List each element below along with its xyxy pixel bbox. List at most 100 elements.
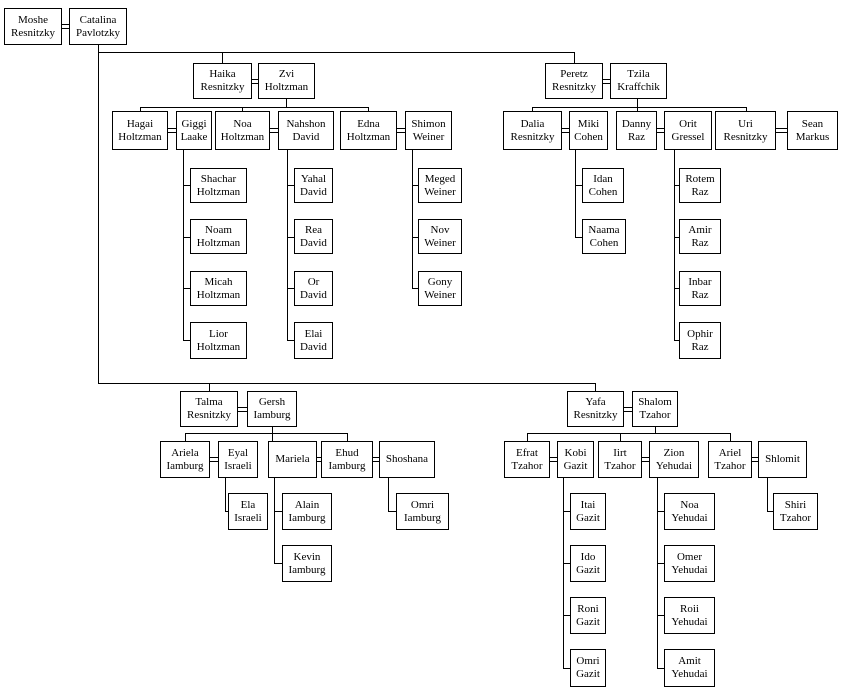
- person-name-line: Holtzman: [196, 288, 241, 301]
- descent-line: [730, 433, 731, 441]
- descent-line: [286, 99, 287, 107]
- descent-line: [595, 383, 596, 391]
- descent-line: [185, 433, 186, 441]
- person-name-line: Markus: [795, 130, 830, 143]
- descent-line: [98, 52, 575, 53]
- person-name-line: Cohen: [574, 130, 603, 143]
- descent-line: [287, 237, 294, 238]
- descent-line: [575, 185, 582, 186]
- person-name-line: Gazit: [576, 615, 600, 628]
- descent-line: [620, 433, 621, 441]
- person-name-line: Tzahor: [639, 409, 671, 421]
- person-name-line: Meged: [424, 172, 456, 185]
- person-name-line: Raz: [691, 288, 709, 301]
- person-name-line: David: [300, 185, 327, 198]
- person-name-line: Ido: [580, 550, 596, 563]
- person-name-line: Iirt: [613, 446, 627, 459]
- person-name-line: Gazit: [563, 459, 588, 472]
- person-name-line: Pavlotzky: [76, 26, 120, 39]
- person-box-mariela: Mariela: [268, 441, 317, 478]
- person-name-line: David: [292, 130, 320, 143]
- descent-line: [657, 478, 658, 668]
- descent-line: [140, 107, 368, 108]
- person-name-line: Resnitzky: [11, 26, 55, 39]
- descent-line: [574, 52, 575, 63]
- person-name-line: Resnitzky: [723, 130, 768, 143]
- descent-line: [532, 107, 746, 108]
- person-name-line: Itai: [580, 498, 596, 511]
- descent-line: [287, 150, 288, 340]
- descent-line: [575, 237, 582, 238]
- person-name-line: Shalom: [638, 396, 672, 408]
- person-name-line: Israeli: [234, 511, 262, 524]
- marriage-connector-danny-raz/orit-gressel: [657, 128, 664, 133]
- descent-line: [674, 237, 679, 238]
- descent-line: [274, 511, 282, 512]
- person-name-line: Zvi: [278, 68, 295, 80]
- person-name-line: Sean: [801, 117, 824, 130]
- person-name-line: Gressel: [671, 130, 705, 143]
- descent-line: [412, 237, 418, 238]
- descent-line: [657, 511, 664, 512]
- person-name-line: Cohen: [589, 236, 619, 249]
- person-name-line: Omri: [576, 655, 600, 667]
- person-name-line: Rea: [304, 223, 323, 236]
- person-name-line: Dalia: [520, 117, 545, 130]
- person-name-line: Peretz: [560, 68, 588, 80]
- marriage-connector-dalia-resnitzky/miki-cohen: [562, 128, 569, 133]
- marriage-connector-yafa-resnitzky/shalom-tzahor: [624, 407, 632, 412]
- descent-line: [242, 107, 243, 112]
- person-name-line: Holtzman: [196, 340, 241, 353]
- person-name-line: Edna: [357, 117, 380, 130]
- descent-line: [746, 107, 747, 112]
- descent-line: [412, 150, 413, 288]
- person-name-line: Tzila: [627, 68, 650, 80]
- person-name-line: Ariel: [718, 446, 742, 459]
- descent-line: [183, 340, 190, 341]
- person-name-line: Weiner: [424, 185, 456, 198]
- person-name-line: Danny: [621, 117, 652, 130]
- descent-line: [98, 45, 99, 383]
- descent-line: [347, 433, 348, 441]
- person-name-line: Kobi: [564, 446, 587, 459]
- marriage-connector-iirt-tzahor/zion-yehudai: [642, 457, 649, 462]
- descent-line: [225, 478, 226, 511]
- person-name-line: Weiner: [412, 130, 445, 143]
- person-name-line: Yahal: [300, 172, 327, 185]
- descent-line: [655, 427, 656, 433]
- person-name-line: Kraffchik: [617, 81, 660, 93]
- person-name-line: Eyal: [227, 446, 249, 459]
- person-name-line: Rotem: [685, 172, 715, 185]
- person-name-line: David: [300, 288, 327, 301]
- descent-line: [140, 107, 141, 112]
- person-name-line: Elai: [304, 327, 323, 340]
- descent-line: [767, 511, 773, 512]
- person-name-line: Weiner: [424, 288, 456, 301]
- person-name-line: Raz: [691, 185, 709, 198]
- person-name-line: Haika: [209, 68, 236, 80]
- person-name-line: Iamburg: [288, 563, 326, 576]
- person-box-shoshana: Shoshana: [379, 441, 435, 478]
- person-name-line: Iamburg: [288, 511, 326, 524]
- descent-line: [183, 288, 190, 289]
- person-name-line: Amit: [678, 655, 701, 667]
